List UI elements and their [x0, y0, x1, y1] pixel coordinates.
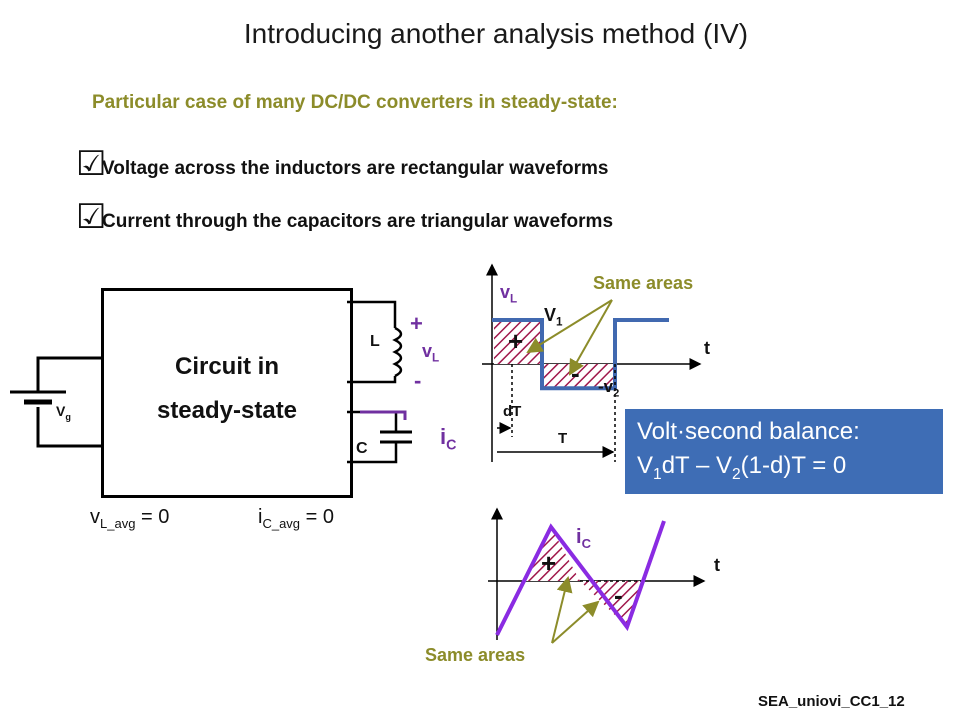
circuit-box	[101, 288, 353, 498]
circuit-box-line1: Circuit in	[174, 353, 279, 380]
capacitor-label: C	[356, 440, 368, 457]
vl-axis-label-sub: L	[510, 292, 518, 306]
vl-plus-area: +	[508, 326, 524, 356]
vl-label-main: v	[422, 341, 433, 361]
vl-minus-area: -	[571, 358, 580, 388]
same-areas-label-v: Same areas	[593, 273, 694, 293]
checkbox-icon: ☑	[76, 145, 107, 183]
ic-trace	[495, 520, 666, 636]
ic-avg-main: i	[258, 506, 263, 528]
source-label-sub: g	[65, 411, 71, 422]
volt-second-balance-box: Volt·second balance: V1dT – V2(1-d)T = 0	[625, 409, 943, 494]
ic-axis-label-main: i	[576, 526, 582, 548]
same-areas-arrows-i	[551, 576, 600, 644]
ic-label-main: i	[440, 424, 447, 449]
vl-t-label: t	[704, 338, 710, 358]
neg-v2-main: -v	[598, 377, 614, 396]
inductor-symbol	[347, 300, 403, 384]
same-areas-arrows-v	[526, 299, 613, 376]
ic-axis-label: iC	[576, 526, 591, 551]
ic-waveform	[495, 520, 666, 636]
subtitle: Particular case of many DC/DC converters…	[92, 92, 618, 113]
vl-label: vL	[422, 341, 439, 365]
bullet-text: Current through the capacitors are trian…	[102, 211, 614, 232]
inductor-label: L	[370, 333, 380, 350]
vl-avg-equation: vL_avg = 0	[90, 506, 169, 531]
capacitor-current-arrow	[360, 410, 407, 420]
neg-v2-sub: 2	[613, 387, 620, 400]
bullet-text: Voltage across the inductors are rectang…	[102, 158, 609, 179]
neg-v2-label: -v2	[598, 377, 619, 399]
footer-label: SEA_uniovi_CC1_12	[758, 693, 905, 710]
same-areas-label-i: Same areas	[425, 645, 526, 665]
T-label: T	[558, 430, 568, 447]
ic-avg-rest: = 0	[300, 506, 334, 528]
ic-positive-area	[522, 527, 580, 581]
balance-line2: V1dT – V2(1-d)T = 0	[637, 449, 943, 492]
source-label-main: V	[56, 403, 66, 419]
v1-label: V1	[544, 305, 563, 329]
vl-dimensions	[497, 364, 616, 462]
ic-negative-area	[580, 581, 645, 627]
ic-t-label: t	[714, 555, 720, 575]
vl-avg-main: v	[90, 506, 100, 528]
ic-axes	[488, 507, 706, 640]
circuit-box-line2: steady-state	[156, 397, 298, 424]
v1-label-main: V	[544, 305, 557, 325]
ic-minus-area: -	[614, 580, 623, 610]
balance-end: (1-d)T = 0	[740, 452, 847, 479]
ic-label-sub: C	[446, 437, 457, 454]
ic-axis-label-sub: C	[581, 536, 591, 551]
balance-v2-sub: 2	[731, 465, 741, 483]
vl-trace	[492, 318, 669, 391]
balance-line1: Volt·second balance:	[637, 418, 860, 445]
vl-avg-sub: L_avg	[100, 516, 136, 531]
source-label: Vg	[56, 403, 71, 422]
v1-label-sub: 1	[556, 315, 563, 329]
ic-plus-area: +	[541, 548, 557, 578]
dT-label: dT	[503, 403, 522, 420]
balance-mid: dT – V	[661, 452, 732, 479]
source-wires	[10, 356, 101, 448]
ic-avg-sub: C_avg	[262, 516, 301, 531]
circuit-box-label: Circuit in steady-state	[101, 345, 353, 433]
vl-minus-sign: -	[414, 368, 422, 393]
vl-avg-rest: = 0	[135, 506, 170, 528]
vl-label-sub: L	[432, 351, 440, 365]
ic-avg-equation: iC_avg = 0	[258, 506, 334, 531]
balance-v1-sub: 1	[653, 465, 662, 483]
checkbox-icon: ☑	[76, 198, 107, 236]
balance-v1: V	[637, 452, 654, 479]
ic-label: iC	[440, 424, 456, 453]
vl-axis-label-main: v	[500, 282, 511, 302]
vl-plus-sign: +	[410, 311, 423, 336]
page-title: Introducing another analysis method (IV)	[243, 18, 749, 49]
vl-axis-label: vL	[500, 282, 517, 306]
